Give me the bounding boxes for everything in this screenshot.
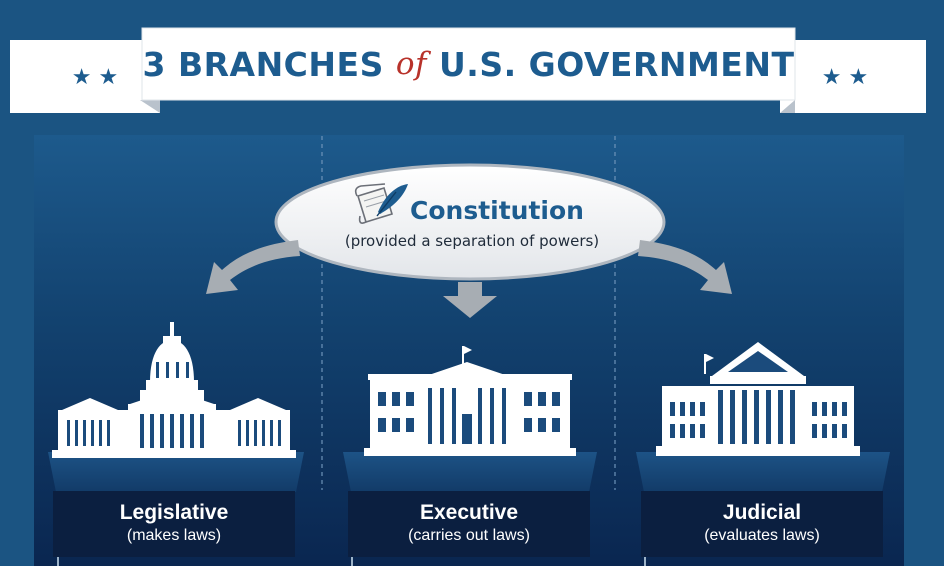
title-banner bbox=[10, 27, 926, 113]
constitution-title: Constitution bbox=[410, 196, 584, 225]
arrow-to-judicial bbox=[638, 240, 732, 294]
banner-stars-right: ★ ★ bbox=[822, 65, 868, 90]
judicial-label-box bbox=[641, 491, 883, 557]
judicial-pedestal bbox=[636, 452, 890, 492]
title-part-1: 3 BRANCHES bbox=[142, 44, 384, 84]
executive-label: Executive (carries out laws) bbox=[349, 491, 589, 555]
arrow-to-legislative bbox=[206, 240, 300, 294]
white-house-icon bbox=[364, 346, 576, 456]
scroll-quill-icon bbox=[354, 183, 408, 224]
capitol-building-icon bbox=[52, 322, 296, 458]
page-title: 3 BRANCHES of U.S. GOVERNMENT bbox=[142, 28, 795, 100]
branch-desc-judicial: (evaluates laws) bbox=[704, 527, 820, 544]
constitution-subtitle: (provided a separation of powers) bbox=[344, 232, 600, 250]
arrow-to-executive bbox=[443, 282, 497, 318]
supreme-court-icon bbox=[656, 342, 860, 456]
legislative-pedestal bbox=[48, 452, 304, 492]
banner-stars-left: ★ ★ bbox=[72, 65, 118, 90]
title-part-2: U.S. GOVERNMENT bbox=[438, 44, 795, 84]
executive-pedestal bbox=[343, 452, 597, 492]
branch-desc-executive: (carries out laws) bbox=[408, 527, 530, 544]
legislative-label: Legislative (makes laws) bbox=[54, 491, 294, 555]
legislative-label-box bbox=[53, 491, 295, 557]
branch-desc-legislative: (makes laws) bbox=[126, 527, 222, 544]
branch-name-legislative: Legislative bbox=[119, 501, 229, 524]
title-connector: of bbox=[395, 46, 427, 82]
judicial-label: Judicial (evaluates laws) bbox=[642, 491, 882, 555]
branch-name-executive: Executive bbox=[419, 501, 519, 524]
branch-name-judicial: Judicial bbox=[722, 501, 802, 524]
executive-label-box bbox=[348, 491, 590, 557]
